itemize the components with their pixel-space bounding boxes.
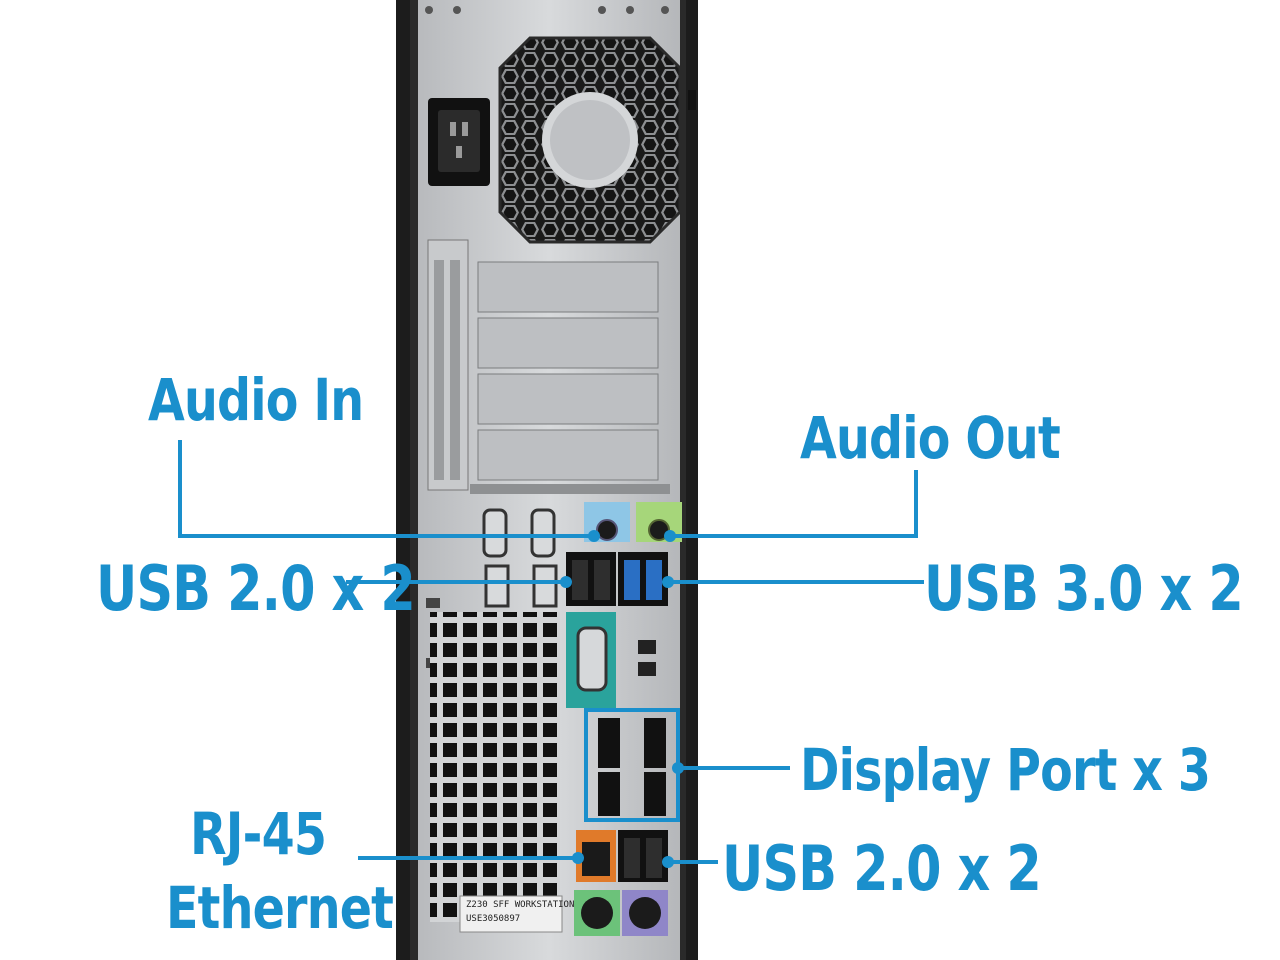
model-sticker [459,895,563,933]
callout-lines [178,440,924,864]
callout-dots [560,530,684,868]
label-usb2-top: USB 2.0 x 2 [96,552,416,625]
ps2-ports [574,890,668,936]
label-ethernet: Ethernet [166,874,394,942]
sticker-serial-text: USE3050897 [466,914,521,924]
serial-port [566,612,656,708]
label-audio-out: Audio Out [800,404,1061,472]
usb-ports-top [566,552,668,606]
label-audio-in: Audio In [148,366,364,434]
callout-line-audio-out [670,470,918,538]
sticker-model-text: Z230 SFF WORKSTATION [466,900,575,910]
label-rj45: RJ-45 [190,800,327,868]
psu-fan-grille [498,36,682,244]
power-inlet [428,98,490,186]
rj45-and-usb-bottom [576,830,668,882]
display-ports [584,708,680,822]
label-usb3: USB 3.0 x 2 [924,552,1244,625]
expansion-slots [427,239,670,494]
label-display-port: Display Port x 3 [800,736,1211,804]
vent-grid [430,612,560,922]
callout-line-audio-in [178,440,594,538]
label-usb2-bottom: USB 2.0 x 2 [722,832,1042,905]
